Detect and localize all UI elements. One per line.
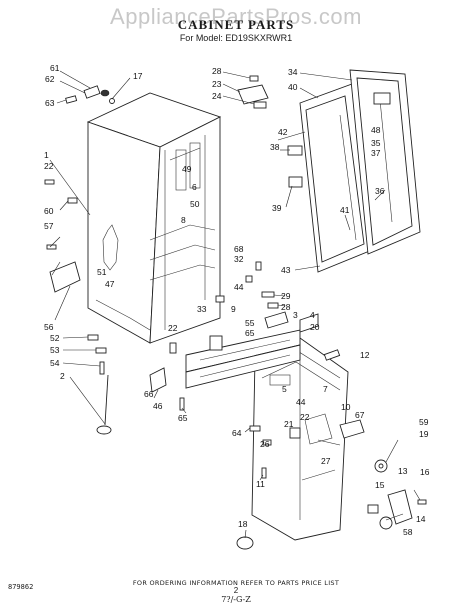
callout: 28 xyxy=(281,302,291,312)
callout: 27 xyxy=(321,456,331,466)
freezer-door-frames xyxy=(299,69,421,273)
callout: 26 xyxy=(260,439,270,449)
callout: 15 xyxy=(375,480,385,490)
callout: 8 xyxy=(181,215,186,225)
watermark: AppliancePartsPros.com xyxy=(110,4,362,29)
model-label: For Model: ED19SKXRWR1 xyxy=(179,33,293,43)
callout: 12 xyxy=(360,350,370,360)
callout: 24 xyxy=(212,91,222,101)
callout: 3 xyxy=(293,310,298,320)
callout: 54 xyxy=(50,358,60,368)
callout: 56 xyxy=(44,322,54,332)
callout: 58 xyxy=(403,527,413,537)
callout: 40 xyxy=(288,82,298,92)
page-title: CABINET PARTS xyxy=(177,17,295,32)
callout: 39 xyxy=(272,203,282,213)
callout: 43 xyxy=(281,265,291,275)
callout: 41 xyxy=(340,205,350,215)
callout: 5 xyxy=(282,384,287,394)
callout: 53 xyxy=(50,345,60,355)
callout: 21 xyxy=(284,419,294,429)
callout: 7 xyxy=(323,384,328,394)
callout: 61 xyxy=(50,63,60,73)
page-number: 2 xyxy=(233,586,239,595)
callout: 1 xyxy=(44,150,49,160)
callout: 44 xyxy=(296,397,306,407)
callout: 63 xyxy=(45,98,55,108)
callout: 34 xyxy=(288,67,298,77)
callout: 66 xyxy=(144,389,154,399)
callout: 16 xyxy=(420,467,430,477)
callout: 49 xyxy=(182,164,192,174)
callout: 47 xyxy=(105,279,115,289)
callout: 19 xyxy=(419,429,429,439)
callout: 52 xyxy=(50,333,60,343)
cabinet-body xyxy=(86,92,222,344)
callout: 60 xyxy=(44,206,54,216)
callout: 33 xyxy=(197,304,207,314)
callout: 35 xyxy=(371,138,381,148)
ordering-note: FOR ORDERING INFORMATION REFER TO PARTS … xyxy=(132,579,340,587)
callout: 36 xyxy=(375,186,385,196)
callout: 10 xyxy=(341,402,351,412)
leader-lines xyxy=(49,70,421,539)
callout: 65 xyxy=(178,413,188,423)
callout: 50 xyxy=(190,199,200,209)
callout: 22 xyxy=(300,412,310,422)
callout: 38 xyxy=(270,142,280,152)
document-code: 879862 xyxy=(8,583,34,591)
callout: 28 xyxy=(212,66,222,76)
callout: 22 xyxy=(44,161,54,171)
callout: 65 xyxy=(245,328,255,338)
callout: 14 xyxy=(416,514,426,524)
callout: 67 xyxy=(355,410,365,420)
callout: 48 xyxy=(371,125,381,135)
callout: 57 xyxy=(44,221,54,231)
callout: 22 xyxy=(168,323,178,333)
callout: 4 xyxy=(310,310,315,320)
callout: 37 xyxy=(371,148,381,158)
callout: 32 xyxy=(234,254,244,264)
callout: 2 xyxy=(60,371,65,381)
callout-labels: 61 62 63 17 28 23 24 34 40 1 22 60 57 49… xyxy=(44,63,430,537)
callout: 55 xyxy=(245,318,255,328)
callout: 42 xyxy=(278,127,288,137)
callout: 18 xyxy=(238,519,248,529)
callout: 9 xyxy=(231,304,236,314)
callout: 44 xyxy=(234,282,244,292)
callout: 11 xyxy=(256,479,265,489)
callout: 17 xyxy=(133,71,143,81)
callout: 64 xyxy=(232,428,242,438)
small-parts xyxy=(44,75,427,550)
callout: 13 xyxy=(398,466,408,476)
callout: 46 xyxy=(153,401,163,411)
callout: 20 xyxy=(310,322,320,332)
callout: 59 xyxy=(419,417,429,427)
base-grille xyxy=(185,329,301,389)
callout: 29 xyxy=(281,291,291,301)
callout: 23 xyxy=(212,79,222,89)
callout: 62 xyxy=(45,74,55,84)
callout: 51 xyxy=(97,267,107,277)
callout: 68 xyxy=(234,244,244,254)
callout: 6 xyxy=(192,182,197,192)
